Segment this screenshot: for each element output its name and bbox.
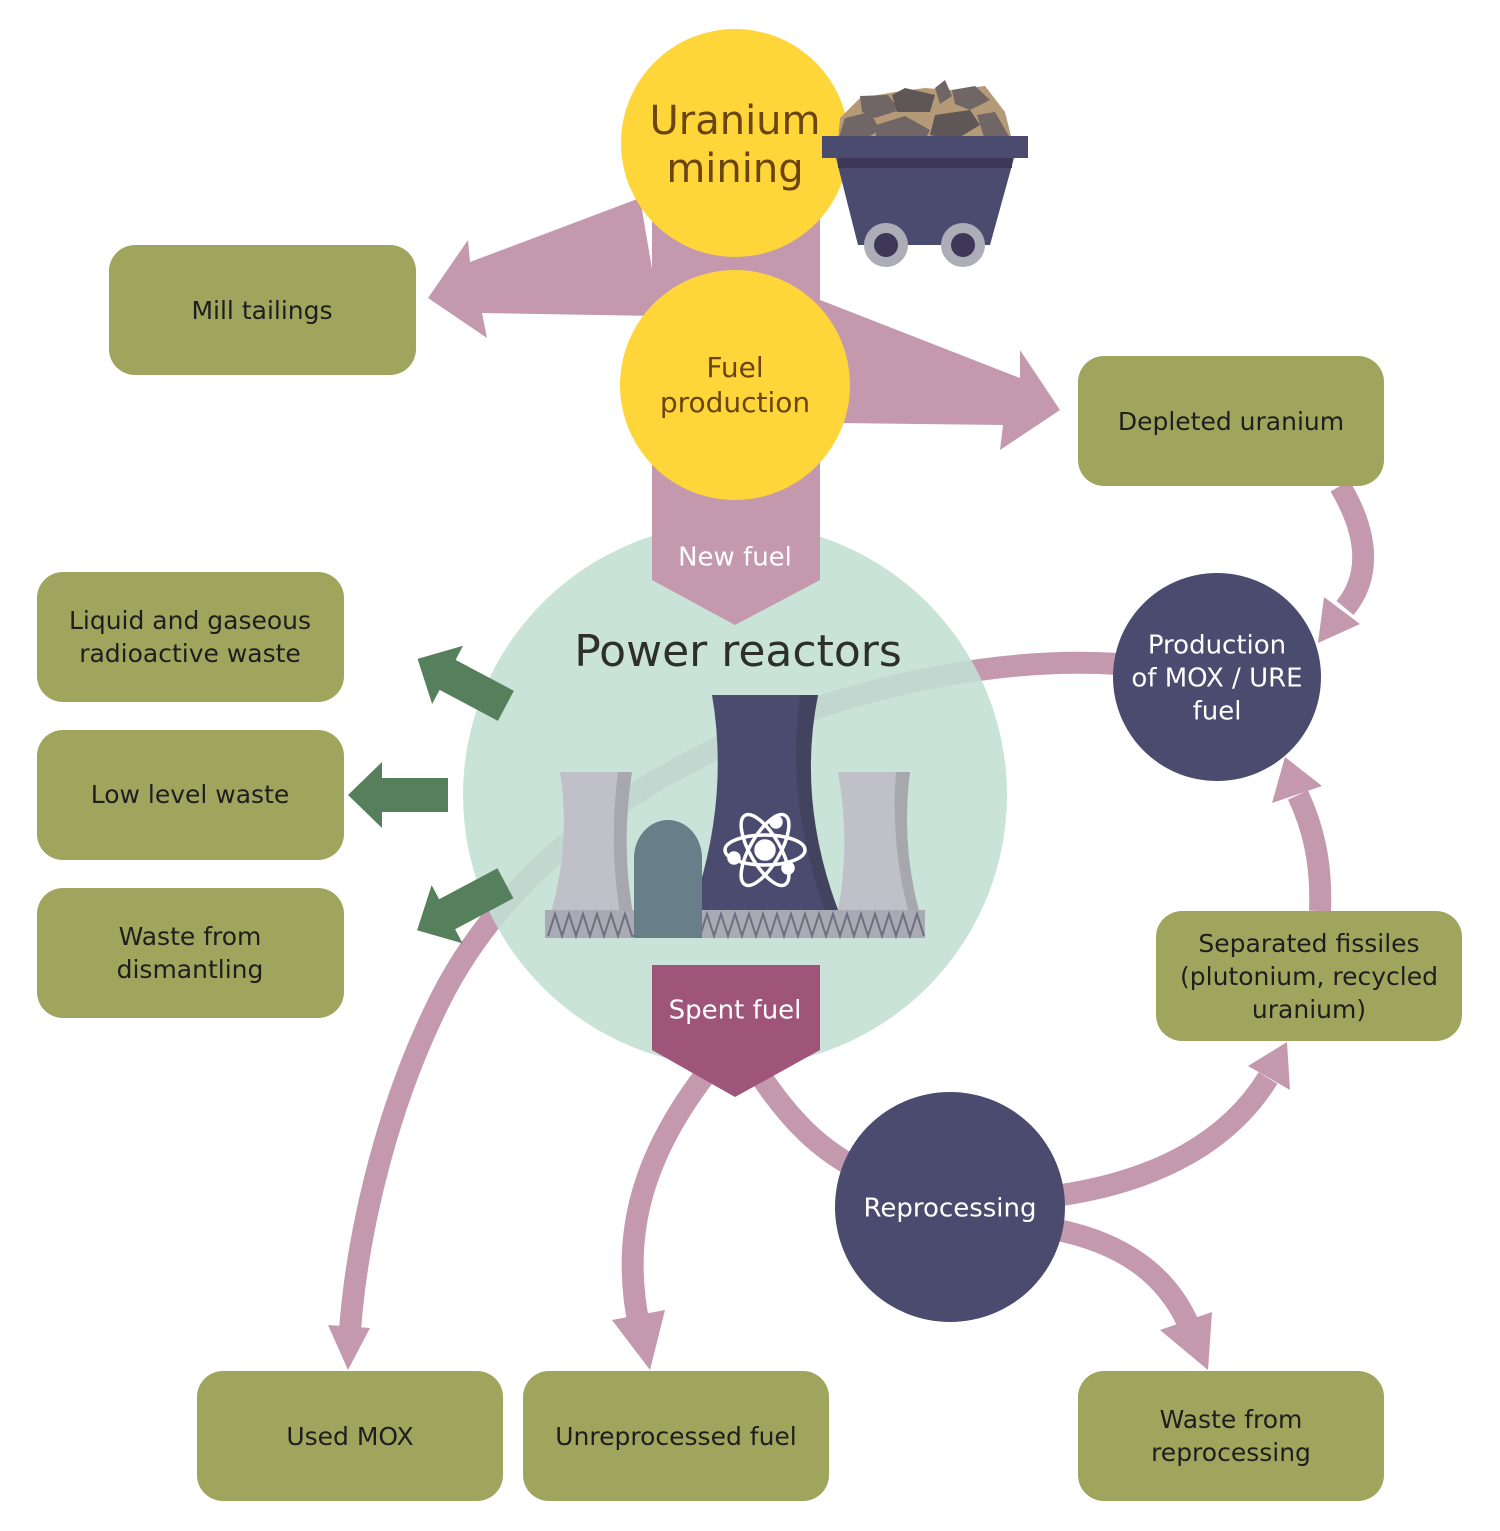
spent-fuel-chevron: [652, 965, 820, 1097]
box-depleted-uranium: Depleted uranium: [1078, 356, 1384, 486]
mill-tailings-arrow: [428, 198, 660, 338]
mox-production-label-3: fuel: [1193, 697, 1242, 727]
svg-text:Used MOX: Used MOX: [286, 1422, 413, 1451]
box-separated-fissiles: Separated fissiles (plutonium, recycled …: [1156, 911, 1462, 1041]
svg-text:Depleted uranium: Depleted uranium: [1118, 407, 1344, 436]
svg-text:Separated fissiles: Separated fissiles: [1198, 929, 1419, 958]
reprocessing-label: Reprocessing: [863, 1194, 1036, 1224]
box-dismantling-waste: Waste from dismantling: [37, 888, 344, 1018]
box-low-level-waste: Low level waste: [37, 730, 344, 860]
svg-text:uranium): uranium): [1252, 995, 1366, 1024]
power-reactors-label: Power reactors: [574, 626, 902, 677]
box-reprocessing-waste: Waste from reprocessing: [1078, 1371, 1384, 1501]
reprocessing-to-waste-flow: [1055, 1219, 1212, 1370]
svg-text:radioactive waste: radioactive waste: [79, 639, 301, 668]
svg-text:Unreprocessed fuel: Unreprocessed fuel: [555, 1422, 797, 1451]
reprocessing-to-separated-flow: [1060, 1042, 1290, 1206]
fuel-production-label-1: Fuel: [706, 351, 763, 384]
uranium-mining-circle: [621, 29, 849, 257]
liquid-waste-arrow: [417, 645, 514, 721]
new-fuel-chevron: [652, 520, 820, 625]
svg-text:Liquid and gaseous: Liquid and gaseous: [69, 606, 311, 635]
separated-to-mox-flow: [1272, 757, 1332, 912]
mine-cart-icon: [822, 80, 1028, 267]
uranium-mining-label-1: Uranium: [649, 98, 820, 144]
mox-production-label-2: of MOX / URE: [1131, 664, 1302, 694]
fuel-production-label-2: production: [660, 386, 810, 419]
box-mill-tailings: Mill tailings: [109, 245, 416, 375]
reprocessing-circle: [835, 1092, 1065, 1322]
fuel-production-circle: [620, 270, 850, 500]
spent-to-unreprocessed-flow: [612, 1068, 714, 1370]
svg-text:Waste from: Waste from: [1160, 1405, 1303, 1434]
spent-to-reprocessing-flow: [750, 1068, 866, 1180]
nuclear-plant-icon: [545, 695, 925, 940]
box-used-mox: Used MOX: [197, 1371, 503, 1501]
depleted-uranium-arrow: [815, 298, 1060, 450]
atom-icon: [723, 812, 807, 888]
svg-text:(plutonium, recycled: (plutonium, recycled: [1180, 962, 1438, 991]
svg-text:Waste from: Waste from: [119, 922, 262, 951]
low-level-waste-arrow: [348, 762, 448, 828]
svg-text:reprocessing: reprocessing: [1151, 1438, 1311, 1467]
uranium-mining-label-2: mining: [666, 146, 803, 192]
new-fuel-label: New fuel: [678, 543, 792, 573]
box-unreprocessed-fuel: Unreprocessed fuel: [523, 1371, 829, 1501]
svg-text:Mill tailings: Mill tailings: [191, 296, 332, 325]
dismantling-waste-arrow: [417, 868, 514, 944]
svg-text:dismantling: dismantling: [117, 955, 264, 984]
mox-production-label-1: Production: [1148, 631, 1286, 661]
depleted-to-mox-flow: [1318, 480, 1375, 643]
spent-fuel-label: Spent fuel: [669, 996, 802, 1026]
box-liquid-gaseous-waste: Liquid and gaseous radioactive waste: [37, 572, 344, 702]
svg-text:Low level waste: Low level waste: [91, 780, 290, 809]
mox-production-circle: [1113, 573, 1321, 781]
